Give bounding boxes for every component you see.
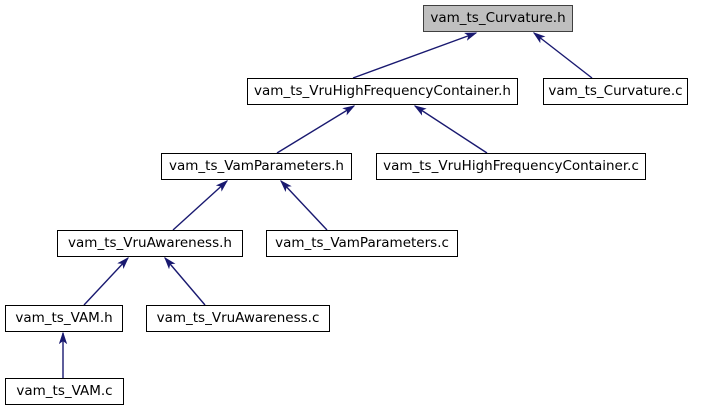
graph-edge-vruawareness_c-to-vruawareness_h [164, 256, 206, 306]
graph-node-curvature_h[interactable]: vam_ts_Curvature.h [423, 5, 573, 32]
graph-node-label: vam_ts_VruAwareness.c [156, 309, 320, 326]
graph-edge-vamparameters_c-to-vamparameters_h [280, 179, 328, 231]
graph-edge-vamparameters_h-to-vruhfc_h [276, 105, 356, 154]
graph-node-vruawareness_c[interactable]: vam_ts_VruAwareness.c [146, 305, 330, 332]
graph-node-label: vam_ts_VAM.h [15, 309, 113, 326]
graph-node-vruhfc_h[interactable]: vam_ts_VruHighFrequencyContainer.h [247, 78, 518, 105]
graph-node-label: vam_ts_VruHighFrequencyContainer.h [254, 82, 511, 99]
graph-node-vam_h[interactable]: vam_ts_VAM.h [5, 305, 123, 332]
graph-node-vamparameters_h[interactable]: vam_ts_VamParameters.h [161, 153, 352, 180]
graph-node-label: vam_ts_VAM.c [16, 382, 113, 399]
graph-node-label: vam_ts_VamParameters.c [275, 234, 449, 251]
graph-node-vamparameters_c[interactable]: vam_ts_VamParameters.c [266, 230, 458, 257]
graph-edge-vruhfc_c-to-vruhfc_h [413, 105, 488, 154]
graph-edge-vruhfc_h-to-curvature_h [352, 32, 478, 79]
graph-node-label: vam_ts_Curvature.h [430, 9, 566, 26]
graph-node-vam_c[interactable]: vam_ts_VAM.c [5, 378, 124, 405]
graph-edge-curvature_c-to-curvature_h [532, 32, 593, 79]
graph-edge-vam_h-to-vruawareness_h [83, 256, 129, 306]
graph-edge-vruawareness_h-to-vamparameters_h [172, 180, 229, 231]
graph-node-curvature_c[interactable]: vam_ts_Curvature.c [543, 78, 688, 105]
graph-node-label: vam_ts_VruHighFrequencyContainer.c [383, 157, 639, 174]
graph-node-label: vam_ts_VruAwareness.h [68, 234, 232, 251]
graph-node-vruhfc_c[interactable]: vam_ts_VruHighFrequencyContainer.c [376, 153, 646, 180]
graph-node-label: vam_ts_VamParameters.h [169, 157, 344, 174]
graph-node-vruawareness_h[interactable]: vam_ts_VruAwareness.h [57, 230, 243, 257]
graph-node-label: vam_ts_Curvature.c [548, 82, 683, 99]
